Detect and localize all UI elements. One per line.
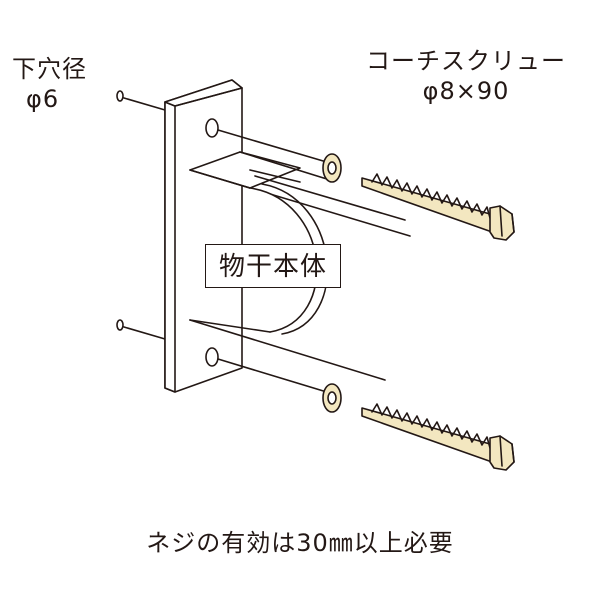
coach-screw-label: コーチスクリュー φ8×90 [340,46,592,106]
coach-screw-bottom [361,403,515,471]
washer-top [322,153,342,183]
pilot-hole-top [116,90,124,102]
coach-screw-size: φ8×90 [422,77,510,105]
guide-line-bottom [217,358,331,394]
coach-screw-top [361,173,515,241]
washer-bottom [322,383,342,413]
screw-depth-note: ネジの有効は30㎜以上必要 [146,529,454,557]
bracket-body [164,79,243,393]
body-label: 物干本体 [205,244,341,288]
pilot-hole-label: 下穴径 φ6 [12,54,87,114]
plate-hole-bottom [205,347,219,367]
plate-hole-top [205,118,219,138]
pilot-hole-title: 下穴径 [12,55,87,83]
pilot-hole-bottom [116,319,124,331]
pilot-hole-size: φ6 [26,85,60,113]
center-line-top [123,97,166,111]
coach-screw-title: コーチスクリュー [366,47,566,75]
center-line-bottom [123,326,166,340]
guide-line-top [217,129,331,164]
